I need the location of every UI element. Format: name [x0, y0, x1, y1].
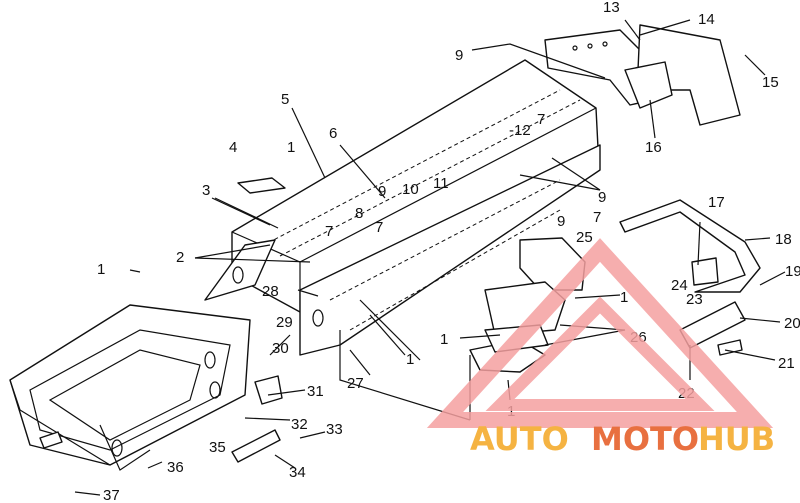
- leader-lines: [74, 19, 786, 496]
- part-label: 24: [671, 277, 688, 294]
- part-label: 25: [576, 229, 593, 246]
- part-label: 1: [97, 261, 105, 278]
- part-label: 1: [507, 403, 515, 420]
- automotohub-watermark: AUTO MOTO HUB: [426, 238, 775, 458]
- part-label: 8: [355, 205, 363, 222]
- watermark-triangle-outer: [426, 238, 774, 428]
- part-label: 16: [645, 139, 662, 156]
- part-label: 30: [272, 340, 289, 357]
- part-label: 13: [603, 0, 620, 16]
- part-label: 27: [347, 375, 364, 392]
- part-label: 9: [455, 47, 463, 64]
- part-label: 7: [325, 223, 333, 240]
- strap-part-34: [231, 429, 281, 463]
- small-plate-21: [717, 339, 743, 356]
- part-label: 31: [307, 383, 324, 400]
- part-label: 23: [686, 291, 703, 308]
- part-label: 37: [103, 487, 120, 503]
- bracket-part-30: [254, 375, 283, 405]
- part-label: 1: [287, 139, 295, 156]
- part-label: 32: [291, 416, 308, 433]
- part-label: 15: [762, 74, 779, 91]
- part-label: 1: [406, 351, 414, 368]
- part-label: 1: [620, 289, 628, 306]
- part-label: 6: [329, 125, 337, 142]
- watermark-text-moto: MOTO: [591, 420, 699, 458]
- part-label: 20: [784, 315, 800, 332]
- part-label: 11: [433, 175, 449, 192]
- part-label: 5: [281, 91, 289, 108]
- part-label: -12: [509, 122, 531, 139]
- part-label: 2: [176, 249, 184, 266]
- part-label: 29: [276, 314, 293, 331]
- watermark-text-hub: HUB: [698, 420, 775, 458]
- part-label: 10: [402, 181, 419, 198]
- part-label: 34: [289, 464, 306, 481]
- bumper-plate: [691, 257, 719, 286]
- front-bulkhead: [9, 304, 251, 471]
- part-label: 33: [326, 421, 343, 438]
- part-label: 35: [209, 439, 226, 456]
- part-label: 3: [202, 182, 210, 199]
- part-label: 9: [598, 189, 606, 206]
- rear-bumper-bar: [619, 199, 761, 293]
- part-label: 18: [775, 231, 792, 248]
- tunnel-frame: [204, 59, 601, 421]
- part-label: 9: [378, 183, 386, 200]
- part-label: 7: [593, 209, 601, 226]
- part-label: 17: [708, 194, 725, 211]
- part-label: 1: [440, 331, 448, 348]
- part-label: 9: [557, 213, 565, 230]
- watermark-triangle-inner: [485, 296, 715, 411]
- part-label: 28: [262, 283, 279, 300]
- watermark-text-auto: AUTO: [470, 420, 569, 458]
- rear-bracket-assembly: [544, 24, 741, 126]
- plate-part-4: [237, 177, 286, 194]
- part-label: 19: [785, 263, 800, 280]
- part-label: 7: [537, 111, 545, 128]
- part-label: 4: [229, 139, 237, 156]
- part-label: 14: [698, 11, 715, 28]
- part-label: 21: [778, 355, 795, 372]
- part-label: 36: [167, 459, 184, 476]
- part-label: 7: [375, 219, 383, 236]
